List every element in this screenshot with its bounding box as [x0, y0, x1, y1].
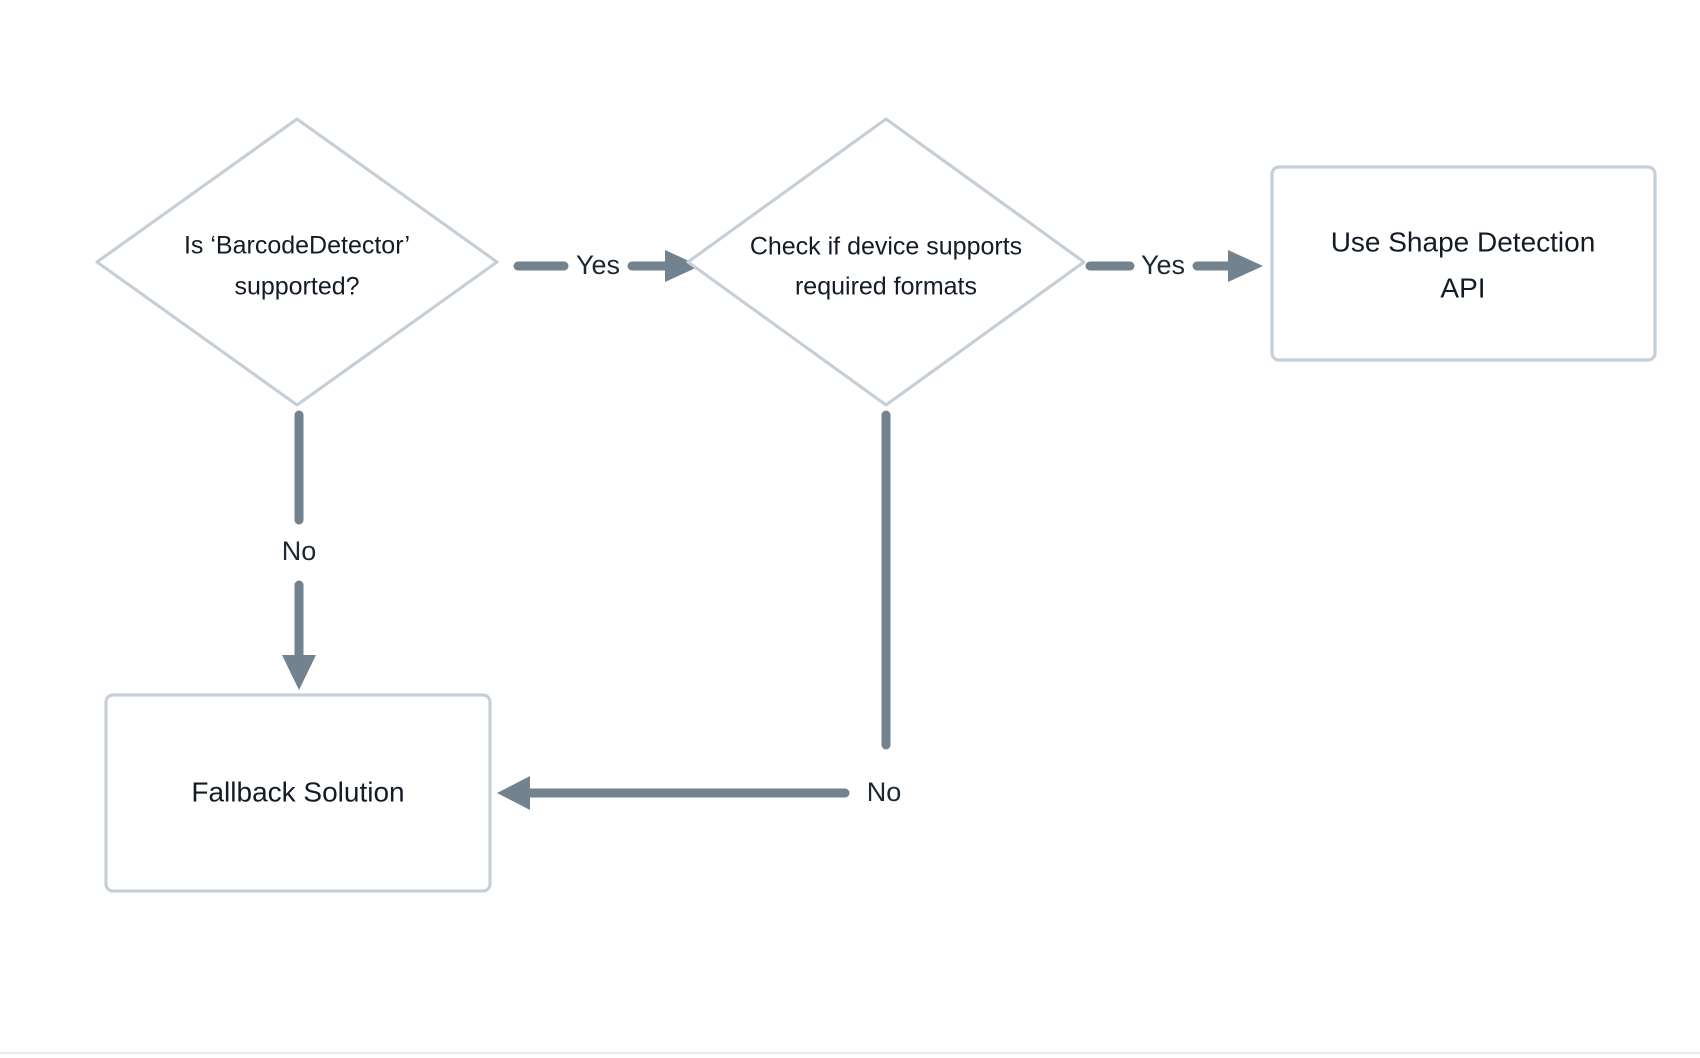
process-shape-detection-shape[interactable]: [1270, 165, 1657, 362]
arrowhead-icon: [665, 250, 700, 282]
decision-formats-line-1: Check if device supports: [750, 233, 1022, 261]
process-shape-detection-line-2: API: [1440, 272, 1485, 303]
node-decision-formats[interactable]: Check if device supports required format…: [686, 117, 1086, 407]
node-process-shape-detection[interactable]: Use Shape Detection API: [1270, 165, 1657, 362]
edge-formats-no-label: No: [867, 777, 902, 807]
edge-barcode-yes-label: Yes: [576, 250, 620, 280]
arrowhead-icon: [497, 776, 530, 810]
edge-formats-yes: Yes: [1085, 250, 1263, 282]
decision-formats-shape[interactable]: [686, 117, 1086, 407]
edge-barcode-no: No: [282, 410, 317, 690]
process-fallback-line-1: Fallback Solution: [191, 776, 404, 807]
edge-barcode-yes: Yes: [513, 250, 700, 282]
process-shape-detection-line-1: Use Shape Detection: [1331, 226, 1596, 257]
arrowhead-icon: [282, 655, 316, 690]
process-fallback-shape[interactable]: [104, 693, 492, 893]
decision-barcodedetector-line-2: supported?: [234, 273, 359, 301]
decision-barcodedetector-line-1: Is ‘BarcodeDetector’: [184, 232, 410, 260]
decision-barcodedetector-shape[interactable]: [95, 117, 499, 407]
edge-formats-yes-label: Yes: [1141, 250, 1185, 280]
node-process-fallback[interactable]: Fallback Solution: [104, 693, 492, 893]
edge-barcode-no-label: No: [282, 536, 317, 566]
arrowhead-icon: [1228, 250, 1263, 282]
node-decision-barcodedetector[interactable]: Is ‘BarcodeDetector’ supported?: [95, 117, 499, 407]
edge-formats-no: No: [497, 410, 902, 810]
decision-formats-line-2: required formats: [795, 273, 977, 301]
